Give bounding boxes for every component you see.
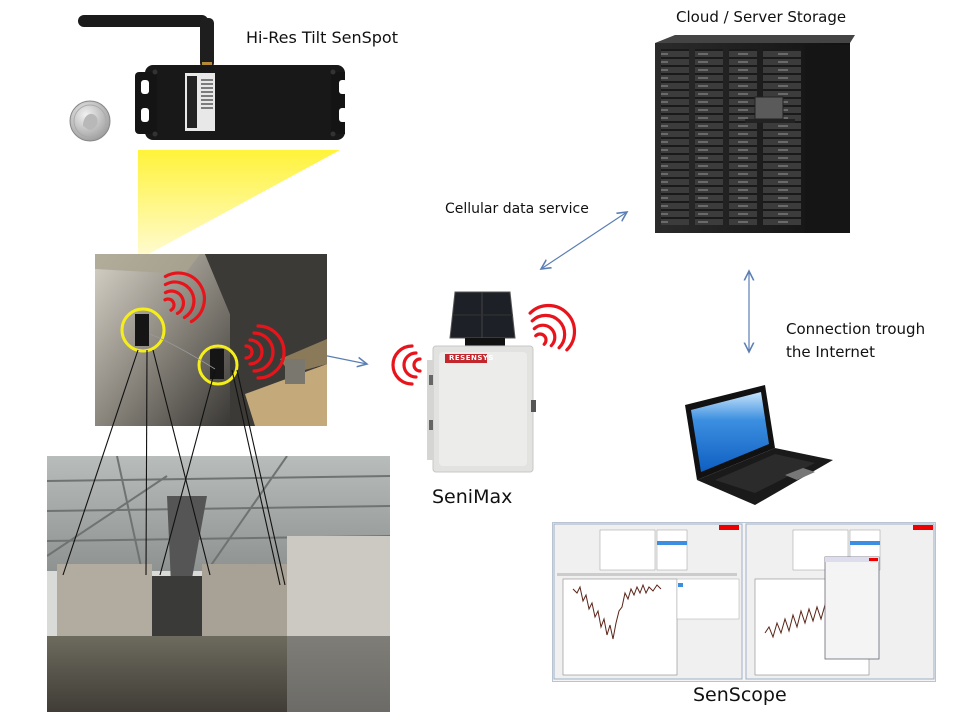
senimax-label: SeniMax [432,486,513,508]
internet-label-line1: Connection trough [786,320,926,338]
coin-icon [69,100,111,142]
tilt-sensor-device-icon [78,15,345,140]
cellular-label: Cellular data service [445,201,589,217]
software-screenshot [552,522,936,682]
chart-series [572,583,662,640]
sensor-closeup-photo [95,254,327,426]
solar-gateway-icon: RESENSYS [425,290,537,475]
cloud-label: Cloud / Server Storage [676,8,847,26]
brand-logo: RESENSYS [449,354,495,362]
server-rack-icon [655,35,855,235]
senspot-device [75,10,345,145]
antenna [78,15,208,27]
laptop-icon [675,380,835,510]
senspot-label: Hi-Res Tilt SenSpot [246,28,398,47]
internet-label-line2: the Internet [786,343,875,361]
senscope-label: SenScope [693,684,787,706]
bridge-photo [47,456,390,712]
